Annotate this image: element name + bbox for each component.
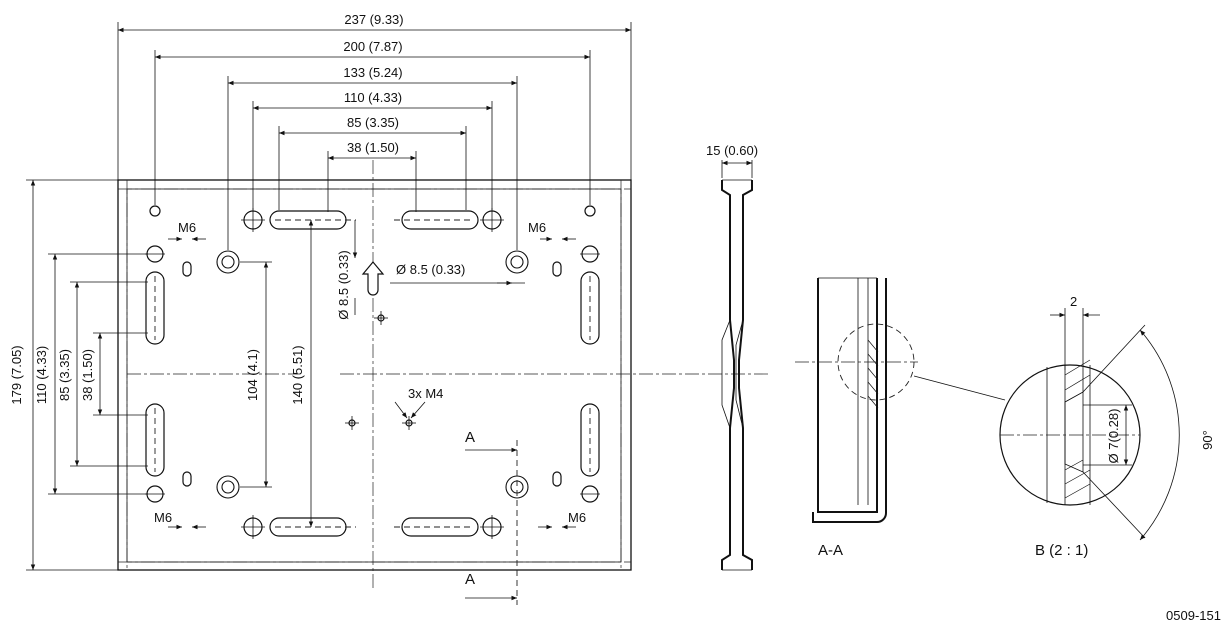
plate-outline [117,179,632,571]
label-detail-b: B (2 : 1) [1035,542,1088,559]
dim-detail-diameter: Ø 7(0.28) [1106,409,1121,464]
mounting-hole [584,205,596,217]
dim-133: 133 (5.24) [343,65,402,80]
dim-vert-104: 104 (4.1) [245,349,260,401]
side-view: 15 (0.60) [706,143,758,571]
horizontal-slots [269,210,479,537]
vertical-dimensions: 179 (7.05) 110 (4.33) 85 (3.35) 38 (1.50… [9,179,314,571]
front-view [117,160,770,605]
dim-200: 200 (7.87) [343,39,402,54]
label-m6-bottom-left: M6 [154,510,172,525]
horizontal-dimensions: 237 (9.33) 200 (7.87) 133 (5.24) 110 (4.… [117,12,632,250]
dim-keyhole-vertical: Ø 8.5 (0.33) [336,250,351,319]
label-section-a-a: A-A [818,542,843,559]
detail-b: 90° 2 Ø 7(0.28) B (2 : 1) [999,294,1215,559]
dim-38: 38 (1.50) [347,140,399,155]
section-mark-top: A [465,429,475,446]
mounting-hole [149,205,161,217]
label-m4: 3x M4 [408,386,443,401]
dim-vert-38: 38 (1.50) [80,349,95,401]
section-mark-bottom: A [465,571,475,588]
label-m6-bottom-right: M6 [568,510,586,525]
round-holes [145,208,600,539]
dim-vert-140: 140 (5.51) [290,345,305,404]
dim-detail-angle: 90° [1200,430,1215,450]
dim-110: 110 (4.33) [344,90,402,105]
threaded-bosses [216,250,529,499]
dim-keyhole-horizontal: Ø 8.5 (0.33) [396,262,465,277]
vertical-slots [145,271,600,477]
keyhole-dimensions: Ø 8.5 (0.33) Ø 8.5 (0.33) [336,220,525,320]
label-m6-top-right: M6 [528,220,546,235]
dim-overall-width: 237 (9.33) [344,12,403,27]
dim-vert-110: 110 (4.33) [34,346,49,404]
dim-detail-width: 2 [1070,294,1077,309]
dim-thickness: 15 (0.60) [706,143,758,158]
section-a-a: A-A [795,277,1006,559]
m6-holes [182,261,562,487]
dim-85: 85 (3.35) [347,115,399,130]
keyhole [361,261,385,296]
label-m6-top-left: M6 [178,220,196,235]
dim-overall-height: 179 (7.05) [9,345,24,404]
plate-inner-edge [126,188,622,563]
m4-holes [345,311,416,430]
drawing-number: 0509-151 [1166,608,1221,623]
thread-labels: M6 M6 M6 M6 3x M4 A A [154,220,586,588]
dim-vert-85: 85 (3.35) [57,349,72,401]
